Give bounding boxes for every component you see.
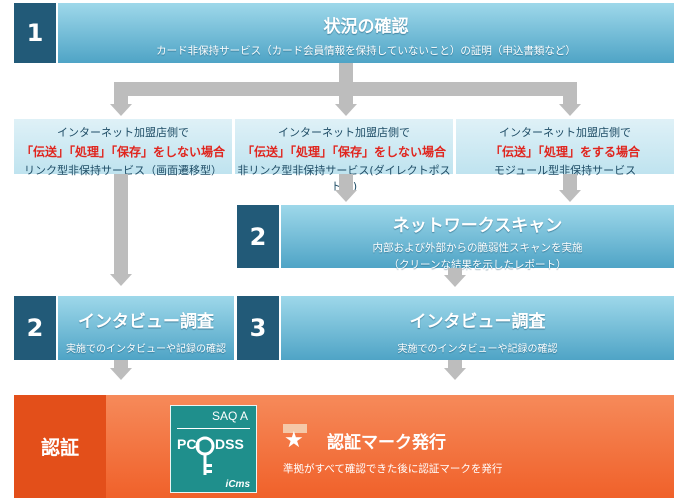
connector: [114, 360, 128, 368]
arrow-icon: [444, 368, 466, 380]
logo-saq-label: SAQ A: [211, 409, 248, 423]
arrow-icon: [444, 275, 466, 287]
case-line3: リンク型非保持サービス（画面遷移型）: [24, 164, 222, 177]
connector: [448, 360, 462, 368]
case-line3: モジュール型非保持サービス: [493, 164, 637, 177]
connector: [339, 63, 353, 87]
connector: [339, 174, 353, 190]
case-box-3: インターネット加盟店側で 「伝送」「処理」をする場合 モジュール型非保持サービス: [456, 119, 674, 177]
scan-line2: （クリーンな結果を示したレポート）: [388, 259, 567, 271]
case-line1: インターネット加盟店側で: [278, 126, 410, 139]
connector: [114, 174, 128, 274]
connector: [448, 268, 462, 275]
scan-title: ネットワークスキャン: [392, 216, 563, 236]
star-icon: ★: [284, 428, 304, 453]
cert-title: 認証マーク発行: [327, 433, 446, 453]
cert-subtitle: 準拠がすべて確認できた後に認証マークを発行: [283, 463, 503, 475]
step1-title: 状況の確認: [323, 17, 409, 37]
interview-right-number: 3: [237, 296, 279, 360]
connector: [114, 82, 577, 96]
arrow-icon: [335, 104, 357, 116]
interview-right-box: インタビュー調査 実施でのインタビューや記録の確認: [281, 296, 674, 360]
logo-brand-text: iCms: [225, 479, 250, 490]
interview-left-number: 2: [14, 296, 56, 360]
cert-label-box: 認証: [14, 395, 106, 498]
arrow-icon: [110, 104, 132, 116]
pci-dss-logo: SAQ A PCI DSS iCms: [170, 405, 257, 493]
case-line1: インターネット加盟店側で: [57, 126, 189, 139]
connector: [563, 90, 577, 104]
case-line2: 「伝送」「処理」「保存」をしない場合: [241, 145, 446, 159]
award-badge: ★: [283, 424, 307, 454]
interview-left-subtitle: 実施でのインタビューや記録の確認: [66, 344, 226, 355]
arrow-icon: [335, 190, 357, 202]
connector: [114, 90, 128, 104]
logo-divider: [177, 428, 250, 429]
connector: [339, 90, 353, 104]
interview-left-title: インタビュー調査: [78, 312, 214, 332]
arrow-icon: [559, 104, 581, 116]
case-line2: 「伝送」「処理」をする場合: [489, 145, 640, 159]
key-icon: [195, 436, 215, 475]
interview-right-subtitle: 実施でのインタビューや記録の確認: [397, 344, 558, 355]
cert-label: 認証: [40, 437, 79, 459]
interview-right-title: インタビュー調査: [409, 312, 546, 332]
badge-ribbon: [283, 424, 307, 433]
scan-box: ネットワークスキャン 内部および外部からの脆弱性スキャンを実施 （クリーンな結果…: [281, 205, 674, 271]
scan-line1: 内部および外部からの脆弱性スキャンを実施: [372, 242, 583, 254]
interview-left-box: インタビュー調査 実施でのインタビューや記録の確認: [58, 296, 234, 360]
scan-number: 2: [237, 205, 279, 268]
logo-dss-text: DSS: [215, 436, 244, 452]
case-box-2: インターネット加盟店側で 「伝送」「処理」「保存」をしない場合 非リンク型非保持…: [235, 119, 453, 193]
step1-box: 状況の確認 カード非保持サービス（カード会員情報を保持していないこと）の証明（申…: [58, 3, 674, 63]
case-box-1: インターネット加盟店側で 「伝送」「処理」「保存」をしない場合 リンク型非保持サ…: [14, 119, 232, 177]
step1-number: 1: [14, 3, 56, 63]
step1-subtitle: カード非保持サービス（カード会員情報を保持していないこと）の証明（申込書類など）: [156, 45, 576, 57]
arrow-icon: [110, 368, 132, 380]
arrow-icon: [559, 190, 581, 202]
connector: [563, 174, 577, 190]
case-line1: インターネット加盟店側で: [499, 126, 631, 139]
arrow-icon: [110, 274, 132, 286]
logo-pci-text: PCI: [177, 436, 201, 452]
case-line2: 「伝送」「処理」「保存」をしない場合: [20, 145, 225, 159]
